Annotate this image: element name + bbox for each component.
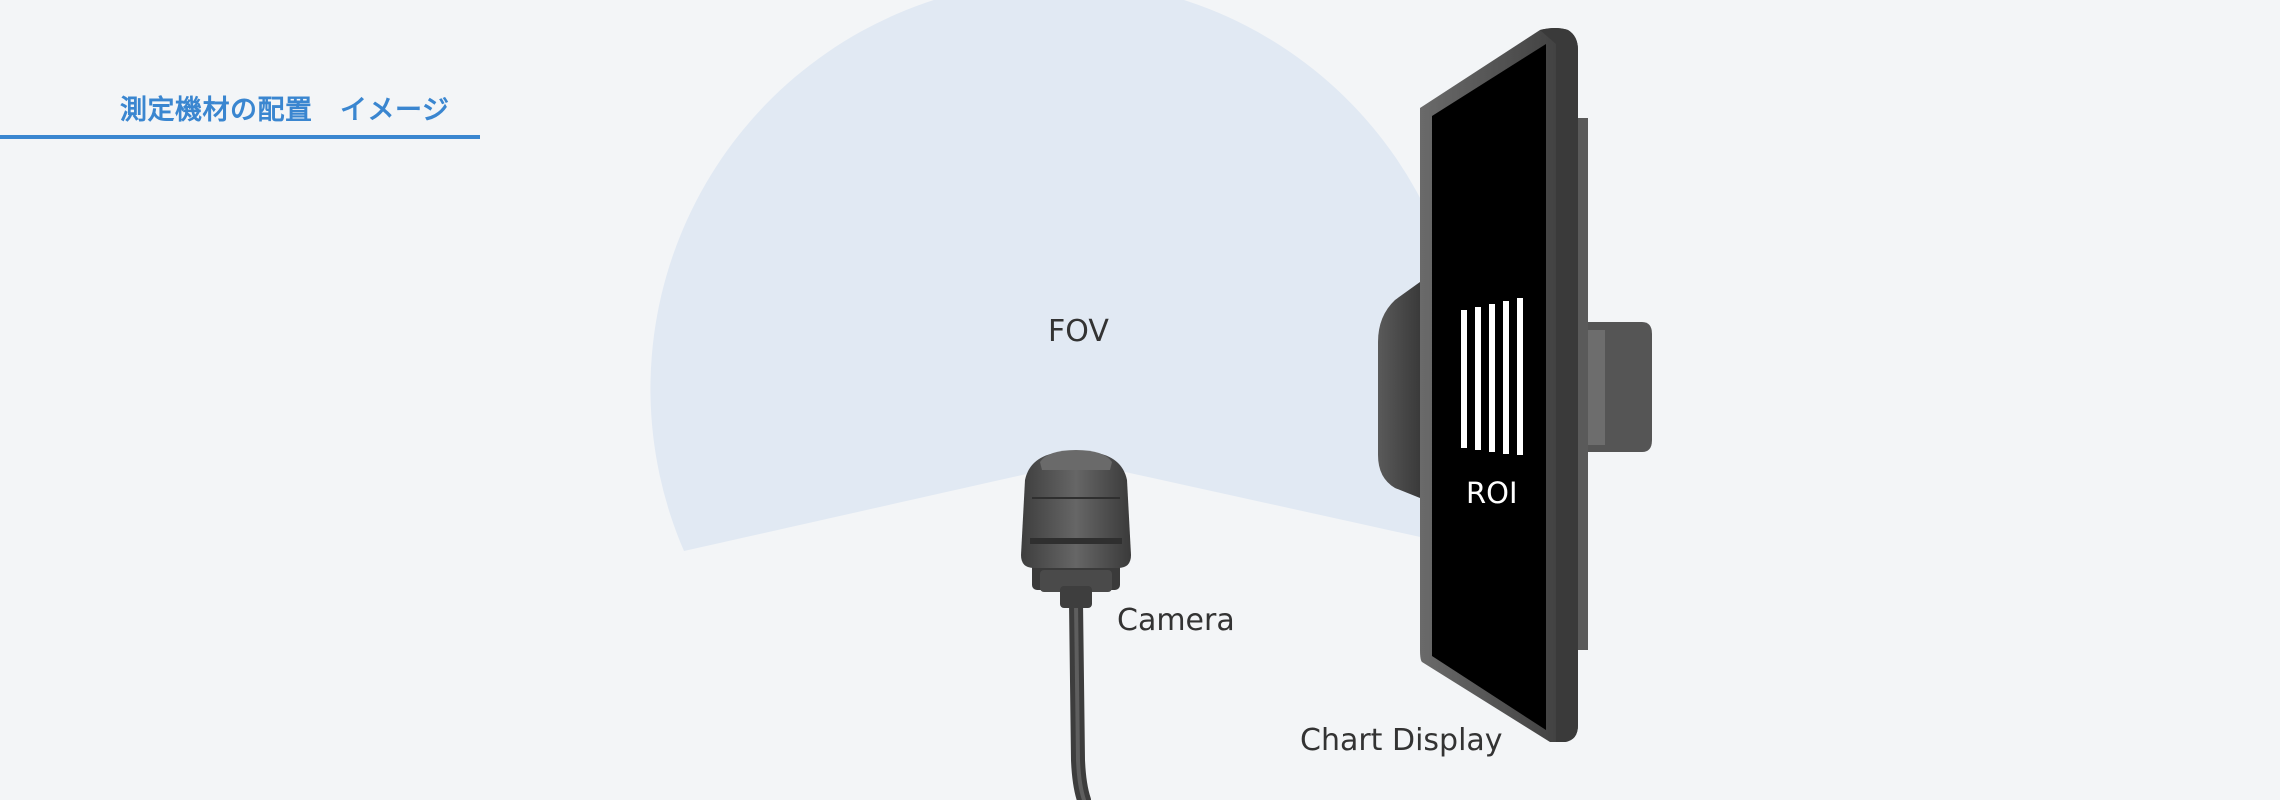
- roi-stripes: [1461, 298, 1523, 455]
- camera-label: Camera: [1117, 603, 1235, 638]
- fov-label: FOV: [1048, 314, 1109, 349]
- chart-display: [1378, 28, 1652, 742]
- display-right-bracket-face: [1585, 330, 1605, 445]
- chart-display-label: Chart Display: [1300, 723, 1503, 758]
- fov-region: [650, 0, 1434, 551]
- roi-stripe: [1517, 298, 1523, 455]
- roi-stripe: [1461, 310, 1467, 448]
- roi-label: ROI: [1466, 476, 1518, 510]
- section-heading: 測定機材の配置 イメージ: [0, 84, 480, 139]
- camera-connector: [1060, 586, 1092, 608]
- display-left-bracket: [1378, 282, 1420, 498]
- roi-stripe: [1475, 307, 1481, 450]
- display-frame-edge: [1540, 28, 1578, 742]
- camera-lens-cap: [1040, 450, 1112, 470]
- roi-stripe: [1503, 301, 1509, 454]
- camera: [1021, 450, 1131, 608]
- section-heading-title: 測定機材の配置 イメージ: [120, 95, 450, 126]
- roi-stripe: [1489, 304, 1495, 452]
